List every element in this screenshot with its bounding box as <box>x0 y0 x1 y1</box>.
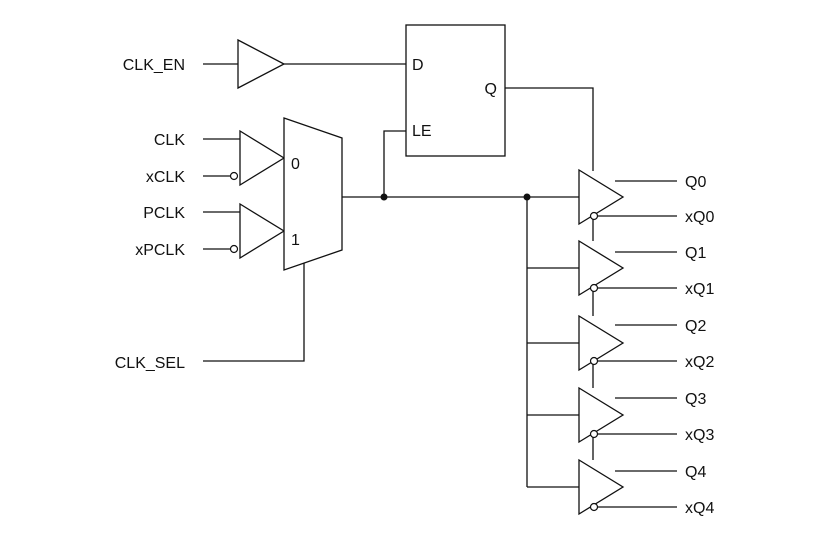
xq1-invert-bubble <box>589 283 599 293</box>
output-buffer-3 <box>578 386 625 444</box>
xq2-invert-bubble <box>589 356 599 366</box>
clk-en-buffer <box>237 38 286 90</box>
xq4-label: xQ4 <box>685 500 714 517</box>
xq0-invert-bubble <box>589 211 599 221</box>
latch-q-label: Q <box>485 81 497 98</box>
xq1-label: xQ1 <box>685 281 714 298</box>
output-buffer-2 <box>578 314 625 372</box>
q-enable-wire <box>505 87 594 171</box>
q1-label: Q1 <box>685 245 706 262</box>
clk-sel-label: CLK_SEL <box>115 355 185 372</box>
q2-label: Q2 <box>685 318 706 335</box>
latch-le-label: LE <box>412 123 432 140</box>
pclk-label: PCLK <box>143 205 185 222</box>
output-buffer-1 <box>578 239 625 297</box>
clock-mux <box>283 117 343 271</box>
output-buffer-0 <box>578 168 625 226</box>
clk-sel-wire <box>203 263 305 362</box>
xq2-label: xQ2 <box>685 354 714 371</box>
xq4-invert-bubble <box>589 502 599 512</box>
le-junction-dot <box>380 193 388 201</box>
latch-d-label: D <box>412 57 424 74</box>
clk-en-label: CLK_EN <box>123 57 185 74</box>
xclk-label: xCLK <box>146 169 185 186</box>
xpclk-label: xPCLK <box>135 242 185 259</box>
mux-input-1-label: 1 <box>291 232 300 249</box>
xclk-invert-bubble <box>229 171 239 181</box>
le-wire <box>383 130 406 197</box>
xq0-label: xQ0 <box>685 209 714 226</box>
mux-input-0-label: 0 <box>291 156 300 173</box>
xpclk-invert-bubble <box>229 244 239 254</box>
clk-receiver <box>239 129 286 187</box>
q0-label: Q0 <box>685 174 706 191</box>
q4-label: Q4 <box>685 464 706 481</box>
q3-label: Q3 <box>685 391 706 408</box>
pclk-receiver <box>239 202 286 260</box>
xq3-invert-bubble <box>589 429 599 439</box>
output-buffer-4 <box>578 458 625 516</box>
xq3-label: xQ3 <box>685 427 714 444</box>
latch-block <box>405 24 506 157</box>
clk-label: CLK <box>154 132 185 149</box>
